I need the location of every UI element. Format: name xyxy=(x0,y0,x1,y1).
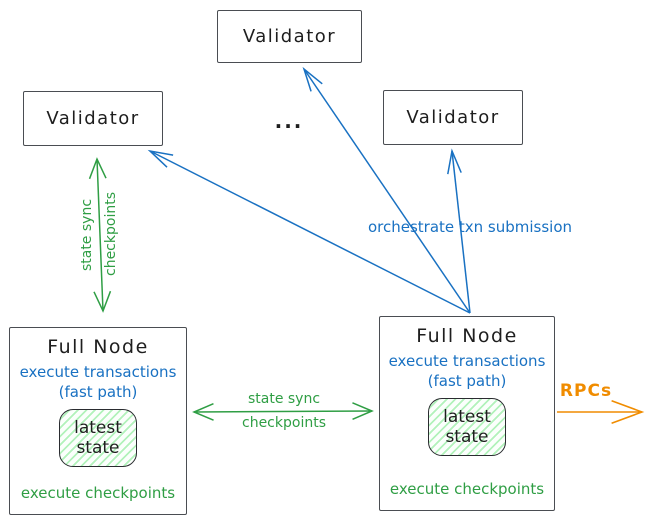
left-arrow-label-checkpoints: checkpoints xyxy=(103,192,119,276)
full-node-left-box: Full Node execute transactions (fast pat… xyxy=(9,327,187,515)
rpcs-label: RPCs xyxy=(559,381,613,401)
left-arrow-label-state-sync: state sync xyxy=(79,198,95,272)
validators-ellipsis: ... xyxy=(274,109,304,133)
orchestrate-txn-submission-label: orchestrate txn submission xyxy=(367,218,573,236)
latest-state-line2: state xyxy=(76,438,120,458)
validator-left-box: Validator xyxy=(23,91,163,146)
latest-state-line1: latest xyxy=(443,406,491,427)
full-node-left-title: Full Node xyxy=(47,336,149,358)
validator-right-box: Validator xyxy=(383,90,523,145)
full-node-left-exec-transactions: execute transactions xyxy=(19,363,177,381)
middle-arrow-label-checkpoints: checkpoints xyxy=(242,415,326,431)
full-node-right-fast-path: (fast path) xyxy=(427,371,507,390)
full-node-right-box: Full Node execute transactions (fast pat… xyxy=(379,316,555,511)
middle-arrow-label-state-sync: state sync xyxy=(247,391,321,407)
full-node-left-exec-checkpoints: execute checkpoints xyxy=(20,484,176,502)
full-node-right-latest-state-box: latest state xyxy=(428,398,506,456)
latest-state-line1: latest xyxy=(74,417,122,438)
validator-top-label: Validator xyxy=(242,26,337,47)
full-node-left-latest-state-box: latest state xyxy=(59,409,137,467)
latest-state-line2: state xyxy=(445,427,489,447)
full-node-left-fast-path: (fast path) xyxy=(58,382,138,401)
validator-top-box: Validator xyxy=(217,10,362,63)
state-sync-arrow-horizontal xyxy=(192,402,374,421)
full-node-right-exec-checkpoints: execute checkpoints xyxy=(389,480,545,498)
full-node-right-title: Full Node xyxy=(416,325,518,347)
validator-right-label: Validator xyxy=(406,107,500,128)
full-node-right-exec-transactions: execute transactions xyxy=(388,352,546,370)
validator-left-label: Validator xyxy=(46,108,140,129)
